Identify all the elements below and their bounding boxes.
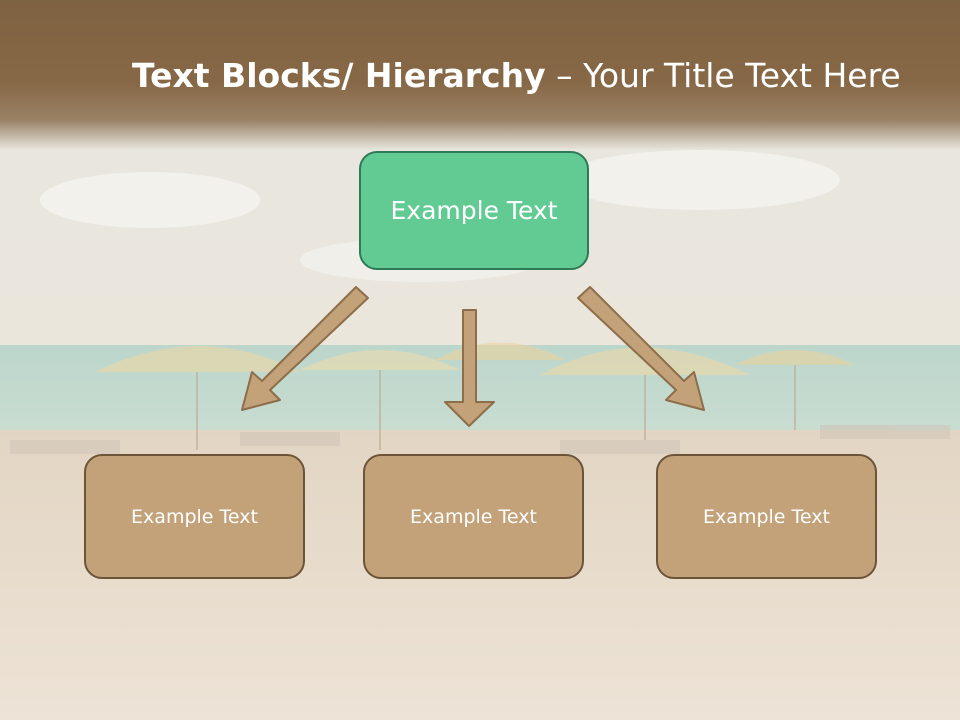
hierarchy-child-box-3: Example Text: [656, 454, 877, 579]
hierarchy-child-box-1: Example Text: [84, 454, 305, 579]
arrow-center: [444, 309, 495, 427]
hierarchy-child-box-2: Example Text: [363, 454, 584, 579]
header-band: [0, 0, 960, 150]
title-bold: Text Blocks/ Hierarchy: [132, 56, 546, 95]
slide-title: Text Blocks/ Hierarchy – Your Title Text…: [132, 54, 901, 98]
arrow-left: [241, 286, 369, 411]
hierarchy-root-box: Example Text: [359, 151, 589, 270]
arrow-right: [577, 286, 705, 411]
title-rest: – Your Title Text Here: [545, 56, 901, 95]
